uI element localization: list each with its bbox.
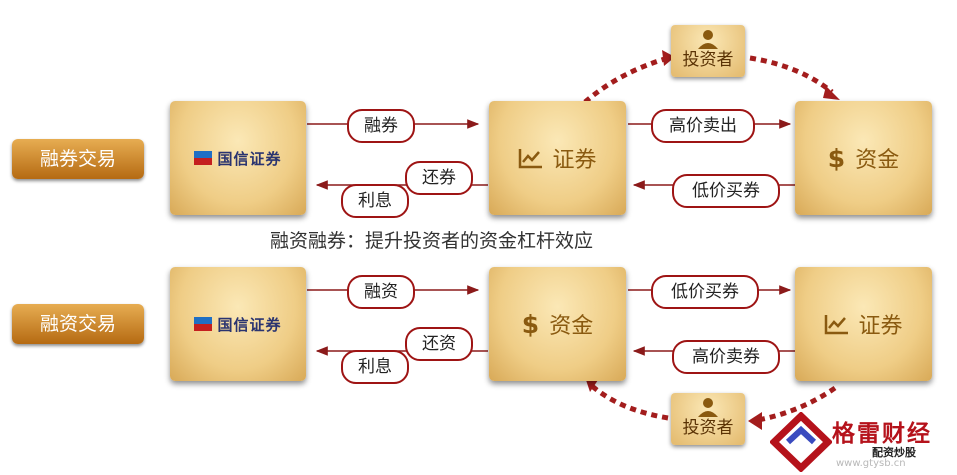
watermark-subtitle: 配资炒股 bbox=[872, 446, 916, 459]
watermark-title: 格雷财经 bbox=[832, 421, 932, 447]
watermark-logo-icon bbox=[770, 412, 832, 472]
securities-node-top: 证券 bbox=[489, 101, 626, 215]
funds-node-bottom: $ 资金 bbox=[489, 267, 626, 381]
chart-up-icon bbox=[519, 149, 543, 169]
pill-buy-low: 低价买券 bbox=[672, 174, 780, 208]
investor-card-top: 投资者 bbox=[671, 25, 745, 77]
brokerage-name: 国信证券 bbox=[217, 149, 282, 168]
side-label-margin-financing: 融资交易 bbox=[12, 304, 144, 344]
person-icon bbox=[698, 30, 718, 49]
securities-node-label: 证券 bbox=[858, 314, 903, 339]
cycle-arrow-bottom-left bbox=[590, 384, 669, 421]
pill-borrow-funds: 融资 bbox=[347, 275, 415, 309]
brokerage-name: 国信证券 bbox=[217, 315, 282, 334]
pill-borrow-securities: 融券 bbox=[347, 109, 415, 143]
funds-node-label: 资金 bbox=[855, 148, 900, 173]
brokerage-card-bottom: 国信证券 bbox=[170, 267, 306, 381]
pill-interest-top: 利息 bbox=[341, 184, 409, 218]
dollar-icon: $ bbox=[521, 309, 540, 339]
brokerage-logo-icon bbox=[194, 317, 213, 331]
brokerage-card-top: 国信证券 bbox=[170, 101, 306, 215]
pill-interest-bottom: 利息 bbox=[341, 350, 409, 384]
securities-node-bottom: 证券 bbox=[795, 267, 932, 381]
watermark-url: www.gtysb.cn bbox=[836, 458, 906, 469]
pill-return-securities: 还券 bbox=[405, 161, 473, 195]
dollar-icon: $ bbox=[827, 143, 846, 173]
brokerage-logo: 国信证券 bbox=[194, 314, 281, 335]
cycle-arrow-top-left bbox=[583, 55, 669, 104]
brokerage-logo-icon bbox=[194, 151, 213, 165]
funds-node-top: $ 资金 bbox=[795, 101, 932, 215]
brokerage-logo: 国信证券 bbox=[194, 148, 281, 169]
investor-label: 投资者 bbox=[682, 50, 734, 70]
funds-node-label: 资金 bbox=[549, 314, 594, 339]
pill-sell-high: 高价卖出 bbox=[651, 109, 755, 143]
side-label-short-selling: 融券交易 bbox=[12, 139, 144, 179]
watermark: 格雷财经 配资炒股 www.gtysb.cn bbox=[770, 412, 955, 474]
securities-node-label: 证券 bbox=[552, 148, 597, 173]
diagram-caption: 融资融券：提升投资者的资金杠杆效应 bbox=[270, 230, 594, 252]
pill-sell-high-bottom: 高价卖券 bbox=[672, 340, 780, 374]
person-icon bbox=[698, 398, 718, 417]
pill-buy-low-bottom: 低价买券 bbox=[651, 275, 759, 309]
cycle-arrow-top-right bbox=[749, 55, 834, 94]
investor-label: 投资者 bbox=[682, 418, 734, 438]
investor-card-bottom: 投资者 bbox=[671, 393, 745, 445]
chart-up-icon bbox=[825, 315, 849, 335]
pill-return-funds: 还资 bbox=[405, 327, 473, 361]
